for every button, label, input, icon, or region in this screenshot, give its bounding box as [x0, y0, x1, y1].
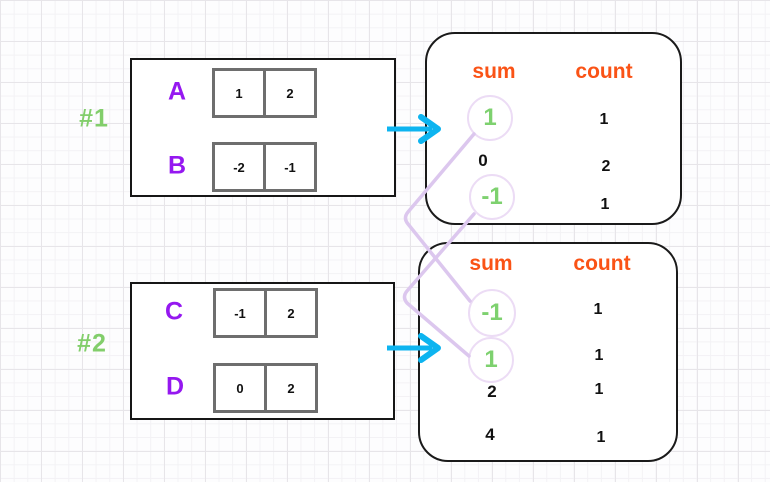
highlight-circle-sum-1[interactable]: 1 [468, 337, 514, 383]
sum-value: 1 [484, 346, 498, 373]
array-c-cells[interactable]: -1 2 [213, 288, 318, 338]
example-2-result-box[interactable] [418, 242, 678, 462]
highlight-circle-sum-neg1[interactable]: -1 [469, 174, 515, 220]
array-d-cells[interactable]: 0 2 [213, 363, 318, 413]
array-b-cells[interactable]: -2 -1 [212, 142, 317, 192]
example-2-label[interactable]: #2 [77, 329, 107, 358]
example-2-count-header: count [573, 252, 631, 275]
count-value: 1 [594, 347, 604, 364]
example-1-sum-header: sum [472, 60, 516, 83]
example-1-count-header: count [575, 60, 633, 83]
count-value: 1 [599, 111, 609, 128]
highlight-circle-sum-1[interactable]: 1 [467, 95, 513, 141]
example-2-sum-header: sum [469, 252, 513, 275]
array-a-cells[interactable]: 1 2 [212, 68, 317, 118]
count-value: 1 [600, 196, 610, 213]
array-b-cell-0: -2 [233, 159, 245, 175]
sum-value: 2 [487, 382, 497, 401]
count-value: 1 [594, 381, 604, 398]
array-d-name: D [165, 372, 185, 401]
array-d-cell-1: 2 [264, 366, 315, 410]
array-a-name: A [167, 77, 187, 106]
count-value: 1 [596, 429, 606, 446]
array-c-name: C [164, 297, 184, 326]
array-b-name: B [167, 151, 187, 180]
sum-value: 1 [483, 104, 497, 131]
example-1-label[interactable]: #1 [79, 104, 109, 133]
example-1-result-box[interactable] [425, 32, 682, 225]
array-c-cell-0: -1 [234, 305, 246, 321]
sum-value: -1 [481, 183, 503, 210]
count-value: 2 [601, 158, 611, 175]
sum-value: 0 [478, 151, 488, 170]
array-d-cell-0: 0 [236, 380, 244, 396]
array-c-cell-1: 2 [264, 291, 315, 335]
array-a-cell-0: 1 [235, 85, 243, 101]
array-a-cell-1: 2 [263, 71, 314, 115]
sum-value: -1 [481, 299, 503, 326]
count-value: 1 [593, 301, 603, 318]
highlight-circle-sum-neg1[interactable]: -1 [468, 289, 516, 337]
array-b-cell-1: -1 [263, 145, 314, 189]
sum-value: 4 [485, 425, 495, 444]
